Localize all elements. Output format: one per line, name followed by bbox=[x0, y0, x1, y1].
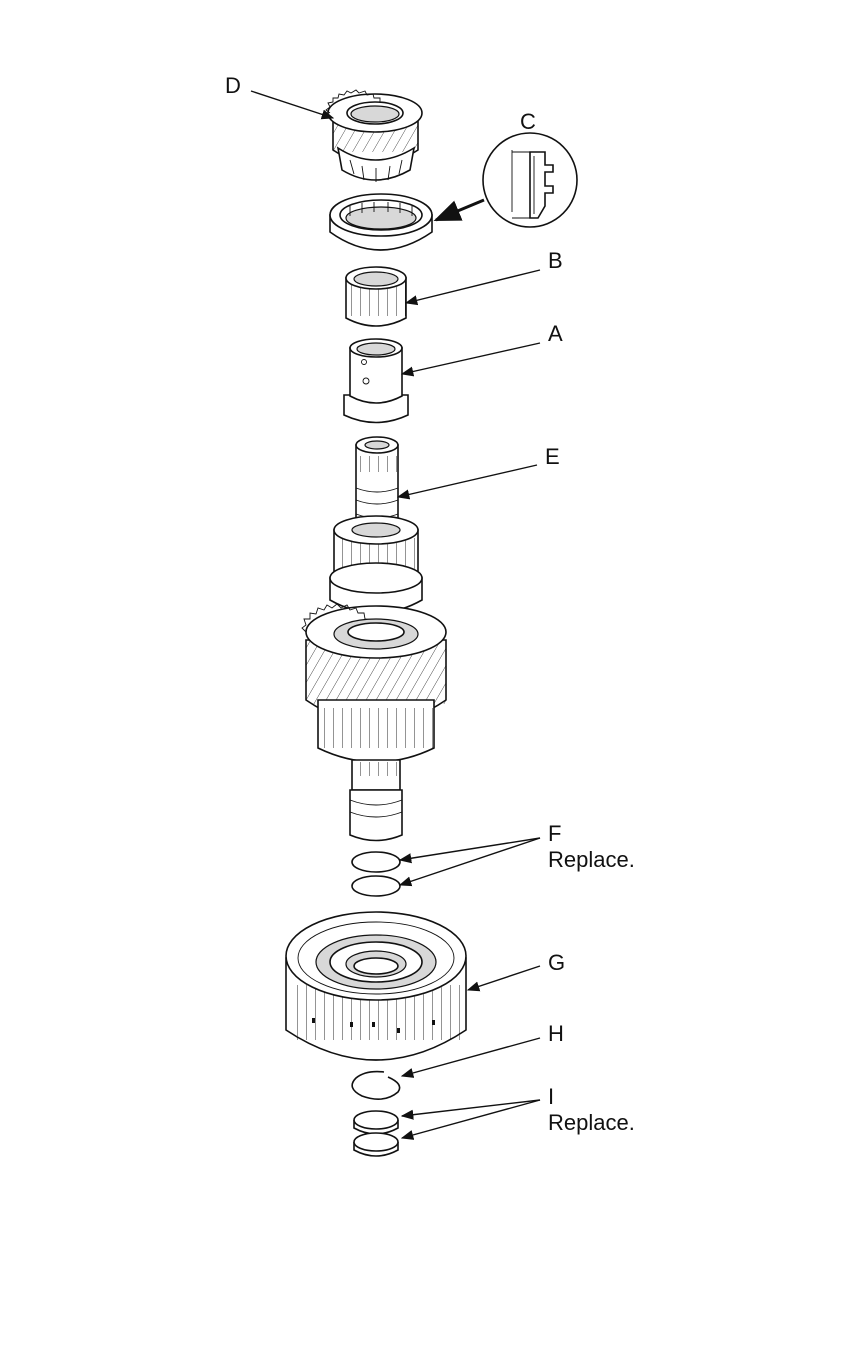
leader-g bbox=[466, 965, 541, 992]
label-c: C bbox=[520, 109, 536, 134]
leader-b bbox=[404, 269, 541, 306]
leader-f-upper bbox=[398, 837, 541, 864]
label-e: E bbox=[545, 444, 560, 469]
gear-d bbox=[325, 89, 423, 182]
leader-a bbox=[400, 342, 541, 377]
leader-e bbox=[396, 464, 538, 500]
leader-h bbox=[400, 1037, 541, 1078]
leader-c bbox=[433, 198, 485, 222]
label-f-note: Replace. bbox=[548, 847, 635, 872]
collar-a bbox=[343, 338, 409, 424]
shaft-e bbox=[301, 436, 447, 842]
label-i-note: Replace. bbox=[548, 1110, 635, 1135]
bearing-c bbox=[329, 193, 433, 251]
clutch-drum-g bbox=[285, 911, 467, 1061]
label-f: F bbox=[548, 821, 561, 846]
snap-ring-h bbox=[351, 1070, 401, 1100]
label-a: A bbox=[548, 321, 563, 346]
detail-circle-c bbox=[482, 132, 578, 228]
leader-i-upper bbox=[400, 1099, 541, 1120]
leader-d bbox=[250, 90, 335, 120]
needle-bearing-b bbox=[345, 266, 407, 327]
leader-i-lower bbox=[400, 1099, 541, 1140]
label-g: G bbox=[548, 950, 565, 975]
label-h: H bbox=[548, 1021, 564, 1046]
sealing-rings-f bbox=[351, 851, 401, 897]
sealing-rings-i bbox=[353, 1110, 399, 1157]
label-b: B bbox=[548, 248, 563, 273]
drum-holes bbox=[312, 1018, 435, 1033]
label-i: I bbox=[548, 1084, 554, 1109]
leader-f-lower bbox=[398, 837, 541, 887]
label-d: D bbox=[225, 73, 241, 98]
